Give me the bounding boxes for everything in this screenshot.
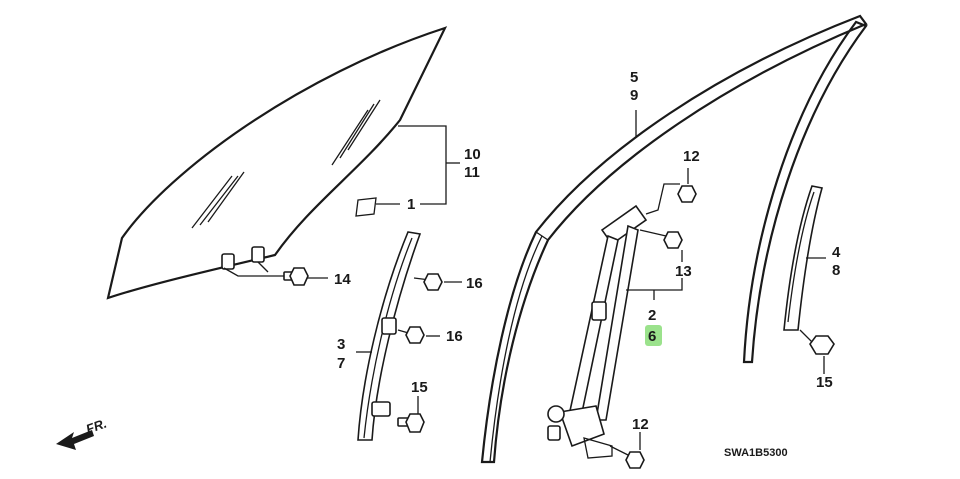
rear-channel [783,185,835,355]
direction-label: FR. [84,416,109,437]
callout-16-lower[interactable]: 16 [446,328,463,345]
glass-leaders [223,125,460,279]
door-run-channel [480,14,868,464]
callout-1[interactable]: 1 [407,196,415,213]
bolt-16-lower [397,326,440,344]
callout-13[interactable]: 13 [675,263,692,280]
bolt-12-upper [645,168,697,215]
callout-5[interactable]: 5 [630,69,638,86]
callout-3[interactable]: 3 [337,336,345,353]
callout-2[interactable]: 2 [648,307,656,324]
callout-12-upper[interactable]: 12 [683,148,700,165]
door-glass [106,26,448,300]
callout-8[interactable]: 8 [832,262,840,279]
bolt-14 [283,267,309,286]
bolt-16-upper [413,273,462,291]
window-regulator [547,204,683,459]
callout-16-upper[interactable]: 16 [466,275,483,292]
bolt-12-lower [609,432,645,469]
arrow-left-icon [56,430,94,450]
callout-15-right[interactable]: 15 [816,374,833,391]
bolt-15-left [397,396,425,433]
callout-10[interactable]: 10 [464,146,481,163]
drawing-code: SWA1B5300 [724,447,788,459]
callout-15-left[interactable]: 15 [411,379,428,396]
callout-4[interactable]: 4 [832,244,841,261]
callout-12-lower[interactable]: 12 [632,416,649,433]
highlight-box [645,325,662,346]
front-channel [356,231,422,441]
callout-7[interactable]: 7 [337,355,345,372]
bolt-13 [639,229,683,262]
callout-11[interactable]: 11 [464,164,480,181]
callout-9[interactable]: 9 [630,87,638,104]
callout-6[interactable]: 6 [648,328,656,345]
front-direction-indicator: FR. [56,416,109,450]
callout-14[interactable]: 14 [334,271,351,288]
